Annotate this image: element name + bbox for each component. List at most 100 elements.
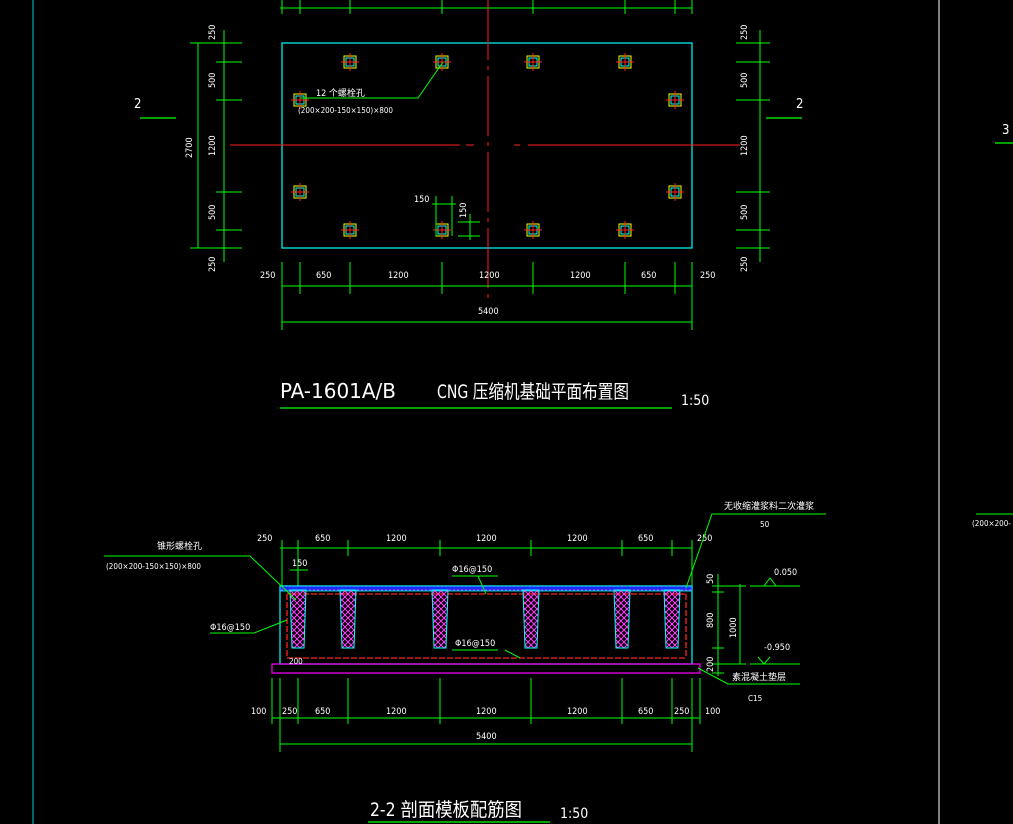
plan-title-tag: PA-1601A/B <box>280 379 396 403</box>
dim-150-horizontal: 150 <box>414 195 429 205</box>
sec-bot-dim-650a: 650 <box>315 707 330 717</box>
bolt-hole <box>341 53 359 71</box>
right-dim-250a: 250 <box>740 25 750 40</box>
bolt-holes <box>291 53 684 239</box>
left-dim-250a: 250 <box>208 25 218 40</box>
bottom-dim-1200a: 1200 <box>388 271 409 281</box>
left-dim-total: 2700 <box>185 137 195 158</box>
bolt-spacing-dims <box>432 196 480 240</box>
section-right-dimension-chain <box>712 574 800 676</box>
bolt-pocket <box>431 589 449 649</box>
anchor-spec: (200×200-150×150)×800 <box>298 106 393 115</box>
bolt-hole <box>666 183 684 201</box>
bottom-dim-650a: 650 <box>316 271 331 281</box>
section-mark-left: 2 <box>134 97 141 112</box>
bottom-dim-250a: 250 <box>260 271 275 281</box>
hole-spec: (200×200-150×150)×800 <box>106 562 201 571</box>
section-top-dims-text: 250 650 1200 1200 1200 650 250 <box>257 534 712 544</box>
right-edge-mark: 3 <box>1002 123 1009 138</box>
section-mark-right: 2 <box>796 97 803 112</box>
plan-view: 12 个螺栓孔 (200×200-150×150)×800 150 150 25… <box>134 0 803 409</box>
pocket-width-dim: 150 <box>292 559 307 569</box>
bolt-pocket <box>522 589 540 649</box>
sec-bot-dim-250b: 250 <box>674 707 689 717</box>
bolt-hole <box>524 221 542 239</box>
bolt-hole <box>666 91 684 109</box>
sec-bot-dim-1200a: 1200 <box>386 707 407 717</box>
right-dim-1200: 1200 <box>740 135 750 156</box>
bed-label: 素混凝土垫层 <box>732 671 786 683</box>
section-title-text: 2-2 剖面模板配筋图 <box>370 799 522 821</box>
concrete-bed <box>271 663 701 674</box>
hole-leader <box>104 555 297 601</box>
sec-top-dim-250b: 250 <box>697 534 712 544</box>
sec-top-dim-1200c: 1200 <box>567 534 588 544</box>
rebar-cover-200: 200 <box>289 657 303 666</box>
right-dim-500b: 500 <box>740 205 750 220</box>
rebar-top-label: Φ16@150 <box>452 565 492 575</box>
plan-bottom-dimension-chain <box>281 262 693 330</box>
bolt-pockets <box>289 589 681 649</box>
left-dim-500a: 500 <box>208 73 218 88</box>
section-bottom-dimension-chain <box>271 678 701 752</box>
grout-layer <box>279 585 693 592</box>
bolt-hole <box>341 221 359 239</box>
plan-bottom-dims-text: 250 650 1200 1200 1200 650 250 5400 <box>260 271 715 317</box>
bed-leader <box>697 667 800 685</box>
sec-bot-dim-100a: 100 <box>251 707 266 717</box>
sec-top-dim-650a: 650 <box>315 534 330 544</box>
grout-label: 无收缩灌浆料二次灌浆 <box>724 500 814 512</box>
plan-centerlines <box>230 0 740 300</box>
plan-right-dims-text: 250 500 1200 500 250 <box>740 25 750 272</box>
section-view: 250 650 1200 1200 1200 650 250 锥形螺栓孔 <box>104 500 826 823</box>
rebar-bottom-label: Φ16@150 <box>455 639 495 649</box>
left-dim-1200: 1200 <box>208 135 218 156</box>
bottom-dim-1200c: 1200 <box>570 271 591 281</box>
right-dim-250b: 250 <box>740 257 750 272</box>
grout-leader <box>685 513 826 589</box>
top-elevation: 0.050 <box>774 568 797 578</box>
section-scale: 1:50 <box>560 806 588 822</box>
bottom-elevation: -0.950 <box>764 643 790 653</box>
plan-right-dimension-chain <box>736 30 770 262</box>
sec-dim-800: 800 <box>706 613 716 628</box>
plan-scale: 1:50 <box>681 393 709 409</box>
plan-top-dimension-chain <box>280 0 693 14</box>
sec-top-dim-1200b: 1200 <box>476 534 497 544</box>
bottom-dim-650b: 650 <box>641 271 656 281</box>
bottom-dim-total: 5400 <box>478 307 499 317</box>
anchor-label: 12 个螺栓孔 <box>316 87 365 99</box>
right-dim-500a: 500 <box>740 73 750 88</box>
section-top-dimension-chain <box>280 540 693 586</box>
adjacent-sheet-fragments: 3 (200×200- <box>972 123 1013 528</box>
section-bottom-dims-text: 100 250 650 1200 1200 1200 650 250 100 5… <box>251 707 720 742</box>
anchor-leader <box>300 61 444 99</box>
left-dim-250b: 250 <box>208 257 218 272</box>
plan-left-dims-text: 250 500 1200 500 250 2700 <box>185 25 218 272</box>
grout-thickness: 50 <box>760 520 770 529</box>
sec-dim-1000: 1000 <box>729 617 739 638</box>
sec-bot-dim-1200b: 1200 <box>476 707 497 717</box>
bolt-pocket <box>613 589 631 649</box>
sec-dim-50: 50 <box>706 574 716 584</box>
sheet-frame <box>32 0 940 824</box>
dim-150-vertical: 150 <box>459 203 469 218</box>
sec-top-dim-250a: 250 <box>257 534 272 544</box>
bolt-hole <box>291 183 309 201</box>
sec-bot-dim-650b: 650 <box>638 707 653 717</box>
rebar-leaders <box>210 575 521 659</box>
plan-left-dimension-chain <box>190 30 242 262</box>
sec-top-dim-650b: 650 <box>638 534 653 544</box>
bolt-pocket <box>663 589 681 649</box>
hole-label: 锥形螺栓孔 <box>157 540 202 552</box>
rebar-side-label: Φ16@150 <box>210 623 250 633</box>
sec-bot-dim-100b: 100 <box>705 707 720 717</box>
bolt-pocket <box>289 589 307 649</box>
sec-bot-dim-250a: 250 <box>282 707 297 717</box>
bolt-hole <box>616 221 634 239</box>
bolt-hole <box>433 53 451 71</box>
bolt-hole <box>291 91 309 109</box>
bottom-dim-250b: 250 <box>700 271 715 281</box>
left-dim-500b: 500 <box>208 205 218 220</box>
